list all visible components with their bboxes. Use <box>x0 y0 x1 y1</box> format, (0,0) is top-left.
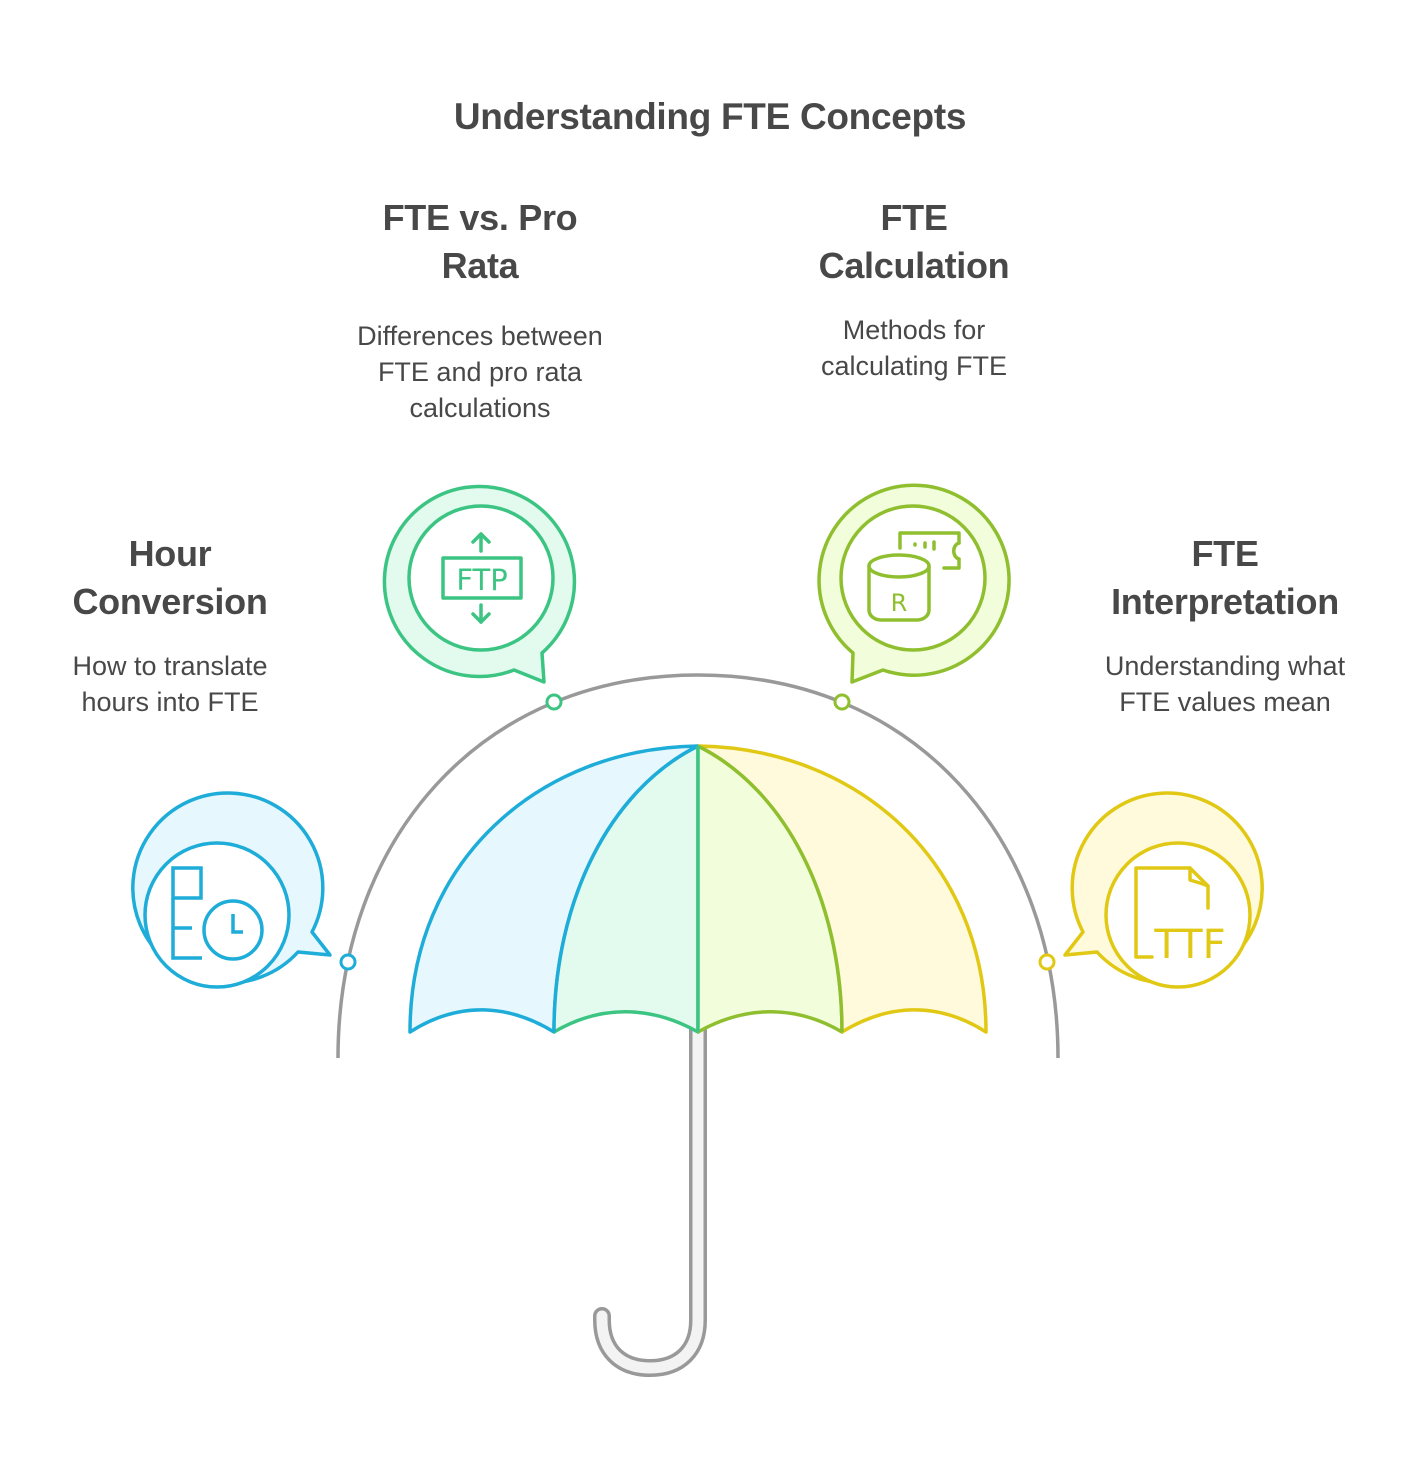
concept-heading: FTE Interpretation <box>1111 533 1339 622</box>
concept-description: Differences between FTE and pro rata cal… <box>357 321 603 423</box>
calendar-clock-icon <box>171 866 264 961</box>
concept-fte-interpretation: FTE Interpretation Understanding what FT… <box>1060 530 1390 720</box>
database-icon-text: R <box>891 589 908 617</box>
ttf-icon-text: TTF <box>1153 922 1225 968</box>
concept-heading: Hour Conversion <box>72 533 268 622</box>
connector-dot-teal <box>545 693 563 711</box>
concept-description: How to translate hours into FTE <box>72 651 268 717</box>
canopy-panel-green <box>698 746 842 1032</box>
outer-arc <box>336 673 1060 1059</box>
canopy-panel-yellow <box>698 746 986 1032</box>
canopy-panel-teal <box>554 746 698 1032</box>
database-r-icon <box>867 531 961 622</box>
bubble-hour-conversion <box>131 791 332 989</box>
concept-heading: FTE vs. Pro Rata <box>382 197 578 286</box>
ftp-transfer-icon <box>441 532 523 624</box>
bubble-fte-vs-pro-rata: FTP <box>382 484 577 684</box>
umbrella-canopy <box>408 744 988 1034</box>
concept-hour-conversion: Hour Conversion How to translate hours i… <box>20 530 320 720</box>
concept-description: Methods for calculating FTE <box>820 315 1008 381</box>
bubble-fte-calculation: R <box>817 483 1011 684</box>
diagram-title: Understanding FTE Concepts <box>453 96 967 137</box>
ttf-file-icon <box>1134 866 1210 959</box>
ftp-icon-text: FTP <box>456 563 507 597</box>
connector-dot-blue <box>339 953 357 971</box>
connector-dot-green <box>833 693 851 711</box>
concept-heading: FTE Calculation <box>818 197 1010 286</box>
concept-fte-calculation: FTE Calculation Methods for calculating … <box>764 194 1064 384</box>
concept-description: Understanding what FTE values mean <box>1104 651 1346 717</box>
umbrella-handle <box>593 1021 707 1378</box>
connector-dot-yellow <box>1038 953 1056 971</box>
bubble-fte-interpretation: TTF <box>1063 791 1264 989</box>
concept-fte-vs-pro-rata: FTE vs. Pro Rata Differences between FTE… <box>320 194 640 426</box>
